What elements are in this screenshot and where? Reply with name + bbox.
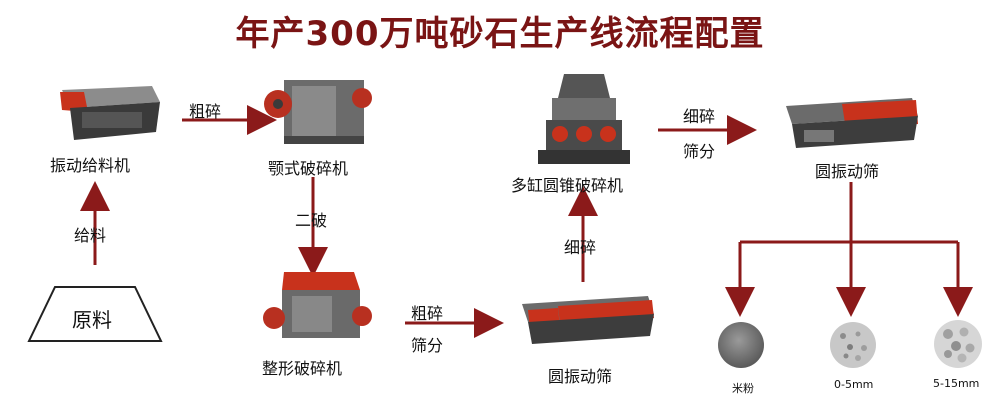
fine-right-label-2: 筛分	[683, 142, 716, 161]
product-powder-image	[718, 322, 764, 368]
shaping-crusher-image	[263, 272, 372, 338]
coarse-bottom-label-2: 筛分	[411, 336, 444, 355]
jaw-crusher-label: 颚式破碎机	[268, 159, 349, 178]
product-powder-label: 米粉	[732, 382, 754, 395]
jaw-crusher-image	[264, 80, 372, 144]
product-5-15mm-label: 5-15mm	[933, 377, 980, 390]
product-0-5mm-image	[830, 322, 876, 368]
product-5-15mm-image	[934, 320, 982, 368]
vibrating-screen-bottom-label: 圆振动筛	[548, 367, 613, 386]
vibrating-screen-bottom-image	[522, 296, 654, 344]
vibrating-feeder-label: 振动给料机	[50, 156, 131, 175]
raw-material-label: 原料	[72, 308, 112, 332]
secondary-label: 二破	[295, 211, 328, 230]
cone-crusher-label: 多缸圆锥破碎机	[511, 176, 624, 195]
raw-material-shape	[27, 286, 163, 342]
vibrating-screen-top-image	[786, 98, 918, 148]
product-0-5mm-label: 0-5mm	[834, 378, 874, 391]
diagram-title: 年产300万吨砂石生产线流程配置	[235, 14, 765, 54]
fine-right-label-1: 细碎	[683, 107, 716, 126]
vibrating-screen-top-label: 圆振动筛	[815, 162, 880, 181]
fine-up-label: 细碎	[564, 238, 597, 257]
vibrating-feeder-image	[60, 86, 160, 140]
coarse-top-label: 粗碎	[189, 102, 222, 121]
feed-label: 给料	[74, 226, 107, 245]
cone-crusher-image	[538, 74, 630, 164]
shaping-crusher-label: 整形破碎机	[262, 359, 343, 378]
coarse-bottom-label-1: 粗碎	[411, 304, 444, 323]
